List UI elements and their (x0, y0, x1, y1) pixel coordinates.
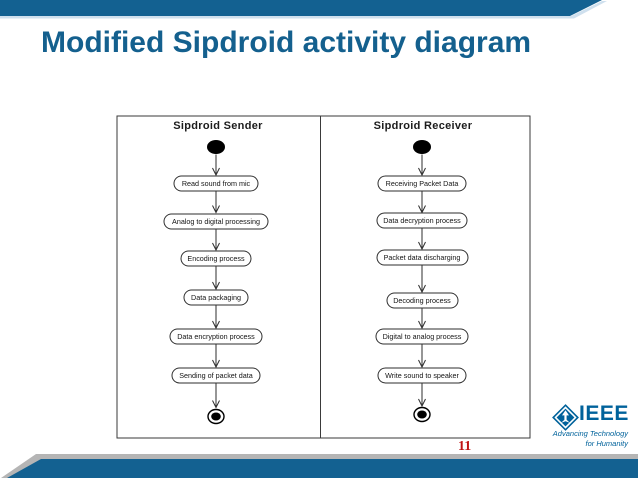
flow-arrow (212, 229, 220, 252)
activity-node-shape (183, 289, 249, 306)
activity-node-label: Analog to digital processing (172, 217, 260, 226)
arrowhead-icon (418, 359, 426, 369)
activity-node: Encoding process (180, 250, 252, 267)
arrowhead-icon (212, 205, 220, 214)
activity-node-label: Digital to analog process (383, 332, 462, 341)
flow-arrow (212, 344, 220, 369)
arrowhead-icon (418, 284, 426, 294)
ieee-diamond-icon (552, 404, 579, 431)
activity-node-shape (377, 367, 467, 384)
ieee-tagline-line2: for Humanity (585, 439, 628, 448)
flow-arrow (418, 191, 426, 214)
flow-arrow (418, 228, 426, 251)
footer-banner (1, 454, 638, 478)
diagram-frame (116, 115, 531, 439)
flow-arrow (418, 154, 426, 177)
activity-node: Digital to analog process (375, 328, 469, 345)
activity-node: Read sound from mic (173, 175, 259, 192)
ieee-tagline-line1: Advancing Technology (552, 429, 628, 438)
arrowhead-icon (212, 359, 220, 369)
activity-node-shape (376, 249, 469, 266)
page-title: Modified Sipdroid activity diagram (41, 26, 532, 59)
arrowhead-icon (212, 281, 220, 291)
final-node (207, 408, 225, 425)
activity-node: Data packaging (183, 289, 249, 306)
flow-arrow (212, 383, 220, 409)
final-node-core (417, 410, 427, 419)
activity-node-label: Read sound from mic (182, 179, 251, 188)
ieee-tagline: Advancing Technology for Humanity (550, 429, 628, 449)
activity-node-shape (377, 175, 467, 192)
flow-arrow (418, 265, 426, 294)
page-number: 11 (458, 439, 472, 454)
ieee-wordmark: IEEE (579, 402, 629, 425)
activity-node: Analog to digital processing (163, 213, 269, 230)
activity-node-shape (171, 367, 261, 384)
footer-banner-bar (7, 459, 638, 478)
activity-node-label: Data packaging (191, 293, 241, 302)
activity-node-shape (180, 250, 252, 267)
activity-node: Data decryption process (376, 212, 468, 229)
activity-node-shape (375, 328, 469, 345)
lane-title-sender: Sipdroid Sender (173, 120, 263, 132)
final-node (413, 406, 431, 423)
sender-lane: Read sound from mic Analog to digital pr… (163, 140, 269, 425)
arrowhead-icon (418, 398, 426, 408)
receiver-lane: Receiving Packet Data Data decryption pr… (375, 140, 469, 423)
flow-arrow (212, 191, 220, 214)
arrowhead-icon (212, 167, 220, 177)
final-node-core (211, 412, 221, 421)
activity-node-shape (386, 292, 459, 309)
activity-node: Data encryption process (169, 328, 263, 345)
arrowhead-icon (212, 400, 220, 409)
flow-arrow (212, 305, 220, 330)
activity-node-shape (163, 213, 269, 230)
activity-node-shape (169, 328, 263, 345)
header-banner-light-edge (0, 1, 607, 19)
start-node (413, 140, 431, 154)
activity-node-label: Receiving Packet Data (386, 179, 459, 188)
flow-arrow (418, 383, 426, 408)
start-node (207, 140, 225, 154)
flow-arrow (212, 154, 220, 177)
ieee-logo: IEEE Advancing Technology for Humanity (550, 401, 634, 455)
activity-node-label: Encoding process (187, 254, 245, 263)
activity-node-label: Data encryption process (177, 332, 255, 341)
activity-node-label: Sending of packet data (179, 371, 253, 380)
activity-node: Receiving Packet Data (377, 175, 467, 192)
activity-node-label: Decoding process (393, 296, 451, 305)
flow-arrow (418, 308, 426, 330)
activity-node-shape (376, 212, 468, 229)
activity-node: Sending of packet data (171, 367, 261, 384)
activity-node-label: Packet data discharging (384, 253, 461, 262)
header-banner-bar (0, 0, 602, 16)
flow-arrow (212, 266, 220, 291)
arrowhead-icon (212, 242, 220, 252)
activity-node-label: Data decryption process (383, 216, 461, 225)
activity-node: Write sound to speaker (377, 367, 467, 384)
arrowhead-icon (418, 167, 426, 177)
activity-node: Packet data discharging (376, 249, 469, 266)
flow-arrow (418, 344, 426, 369)
activity-node-shape (173, 175, 259, 192)
header-banner (0, 0, 607, 19)
arrowhead-icon (418, 320, 426, 330)
arrowhead-icon (212, 320, 220, 330)
activity-node-label: Write sound to speaker (385, 371, 459, 380)
lane-title-receiver: Sipdroid Receiver (374, 120, 473, 132)
arrowhead-icon (418, 241, 426, 251)
activity-node: Decoding process (386, 292, 459, 309)
